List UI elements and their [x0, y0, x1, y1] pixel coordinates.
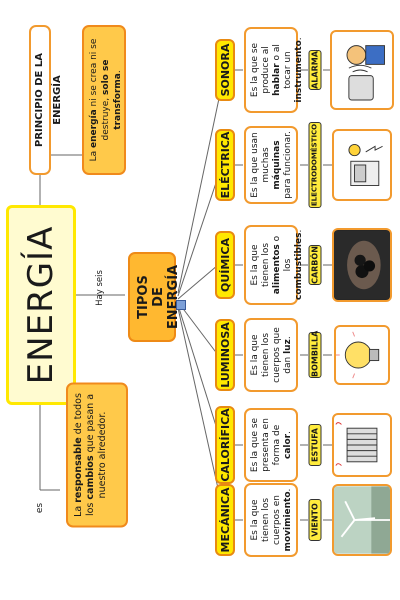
principle-desc-box: La energía ni se crea ni se destruye, so… [82, 25, 126, 175]
type-label-mecanica: MECÁNICA [215, 484, 235, 556]
desc-text: Es la que se presenta en forma de [250, 417, 282, 473]
type-name: CALORÍFICA [219, 408, 232, 482]
type-label-luminosa: LUMINOSA [215, 319, 235, 391]
tag-text: BOMBILLA [310, 330, 320, 377]
hub-box: TIPOS DE ENERGÍA [128, 252, 181, 342]
type-name: QUÍMICA [219, 238, 232, 293]
connector-text: Hay seis [95, 270, 105, 306]
type-desc-electrica: Es la que usan muchas máquinas para func… [244, 126, 298, 204]
desc-bold: luz [283, 339, 293, 354]
example-tag-alarma: ALARMA [308, 50, 322, 90]
definition-text: La [73, 502, 84, 517]
desc-text: . [283, 431, 293, 434]
example-tag-estufa: ESTUFA [308, 424, 322, 466]
type-name: MECÁNICA [219, 487, 232, 553]
type-desc-calorifica: Es la que se presenta en forma de calor. [244, 408, 298, 482]
definition-bold: cambios [85, 455, 96, 500]
tag-text: ALARMA [310, 51, 320, 89]
desc-bold: hablar [272, 63, 282, 96]
desc-bold: movimiento [283, 491, 293, 552]
hub-connector: Hay seis [94, 268, 106, 308]
type-name: SONORA [219, 43, 232, 97]
main-title-box: ENERGÍA [6, 205, 76, 405]
desc-bold: combustibles [294, 232, 304, 300]
desc-text: para funcionar. [283, 131, 293, 199]
main-title: ENERGÍA [21, 225, 61, 385]
example-tag-electrodomestico: ELECTRODOMÉSTICO [308, 122, 322, 208]
example-tag-viento: VIENTO [308, 499, 322, 541]
tag-text: ESTUFA [310, 428, 320, 462]
type-desc-sonora: Es la que se produce al hablar o al toca… [244, 27, 304, 113]
light-bulb-drawing [334, 325, 390, 385]
tag-text: VIENTO [310, 503, 320, 537]
stove-drawing [332, 413, 392, 477]
type-name: ELÉCTRICA [219, 131, 232, 199]
example-tag-bombilla: BOMBILLA [308, 330, 322, 378]
definition-connector: es [34, 498, 46, 518]
desc-text: . [283, 488, 293, 492]
desc-text: . [283, 336, 293, 340]
connector-text: es [35, 502, 45, 514]
desc-bold: calor [283, 433, 293, 459]
principle-desc-text: . [113, 70, 123, 74]
type-label-sonora: SONORA [215, 39, 235, 101]
desc-bold: máquinas [272, 140, 282, 190]
coal-photo [332, 228, 392, 302]
type-label-calorifica: CALORÍFICA [215, 406, 235, 484]
type-label-electrica: ELÉCTRICA [215, 129, 235, 201]
tag-text: ELECTRODOMÉSTICO [310, 123, 319, 207]
example-tag-carbon: CARBÓN [308, 245, 322, 285]
definition-box: La responsable de todos los cambios que … [66, 382, 128, 528]
desc-text: Es la que usan muchas [250, 132, 271, 198]
principle-desc-bold: energía [89, 109, 99, 148]
wind-turbine-photo [332, 484, 392, 556]
definition-bold: responsable [73, 437, 84, 503]
appliance-drawing [332, 129, 392, 201]
type-name: LUMINOSA [219, 322, 232, 388]
principle-desc-text: La [89, 147, 99, 162]
desc-bold: alimentos [272, 244, 282, 295]
type-label-quimica: QUÍMICA [215, 231, 235, 299]
desc-text: Es la que tienen los [250, 242, 271, 288]
hub-title-line: DE ENERGÍA [151, 264, 181, 330]
desc-text: Es la que tienen los cuerpos en [250, 495, 282, 545]
principle-title-box: PRINCIPIO DE LA ENERGÍA [29, 25, 63, 175]
hub-title-line: TIPOS [136, 275, 151, 319]
alarm-drawing [330, 30, 394, 110]
hub-title: TIPOS DE ENERGÍA [130, 254, 181, 340]
type-desc-quimica: Es la que tienen los alimentos o los com… [244, 225, 304, 305]
desc-text: . [294, 37, 304, 41]
desc-bold: instrumento [294, 40, 304, 103]
desc-text: . [294, 229, 304, 233]
type-desc-luminosa: Es la que tienen los cuerpos que dan luz… [244, 318, 298, 392]
desc-text: Es la que se produce al [250, 42, 271, 98]
tag-text: CARBÓN [310, 246, 320, 284]
type-desc-mecanica: Es la que tienen los cuerpos en movimien… [244, 483, 298, 557]
expand-icon [176, 300, 186, 310]
